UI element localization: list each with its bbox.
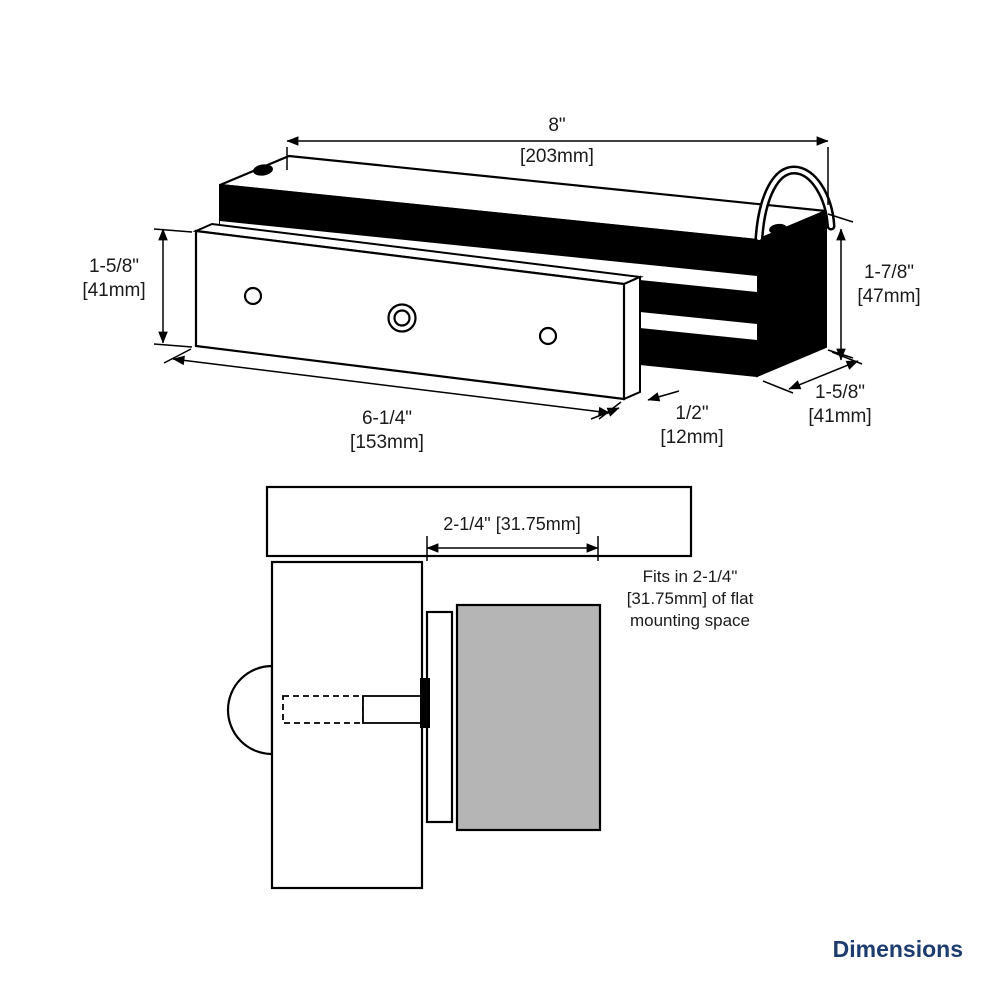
mounting-note-line1: Fits in 2-1/4" [642, 567, 738, 586]
dim-thickness-inches-label: 1/2" [675, 403, 709, 424]
dim-plate-height-inches-label: 1-5/8" [88, 256, 140, 277]
dim-line-plate-length [172, 355, 611, 417]
dim-plate-length-inches-label: 6-1/4" [361, 408, 413, 429]
dim-length-mm-label: [203mm] [520, 146, 594, 167]
dim-body-height-mm-label: [47mm] [857, 286, 921, 307]
body-mounting-hole-right [769, 223, 787, 235]
dim-pointer-thickness-right [647, 390, 680, 402]
dim-line-body-depth [788, 360, 859, 390]
dim-body-depth-inches-label: 1-5/8" [814, 382, 866, 403]
dim-ext-plate-length-right [598, 401, 622, 420]
dim-ext-plate-height-bottom [153, 343, 193, 348]
dimensions-title: Dimensions [832, 936, 963, 962]
section-dimension-lines [426, 536, 599, 561]
maglock-body-right-face [756, 209, 827, 378]
maglock-isometric-drawing [192, 154, 836, 401]
body-mounting-hole-left [253, 164, 273, 176]
dim-thickness-mm-label: [12mm] [660, 427, 724, 448]
plate-hole-right [538, 326, 558, 346]
dim-body-depth-mm-label: [41mm] [808, 406, 872, 427]
dim-ext-body-depth-left [762, 380, 794, 394]
dim-body-height-inches-label: 1-7/8" [863, 262, 915, 283]
dim-length-inches-label: 8" [548, 115, 566, 136]
plate-hole-left [243, 286, 263, 306]
dim-ext-body-height-top [827, 213, 854, 223]
cable-loop-highlight [757, 167, 833, 240]
dim-ext-plate-height-top [153, 228, 193, 233]
dim-plate-length-mm-label: [153mm] [350, 432, 424, 453]
mounting-note-line2: [31.75mm] of flat [626, 589, 754, 608]
dim-plate-height-mm-label: [41mm] [82, 280, 146, 301]
dim-mounting-width-label: 2-1/4" [31.75mm] [443, 514, 581, 534]
through-bolt-visible [362, 695, 423, 724]
dim-ext-body-height-bottom [827, 349, 854, 359]
dim-ext-body-depth-right [831, 351, 863, 365]
mounting-note: Fits in 2-1/4" [31.75mm] of flat mountin… [627, 566, 754, 632]
magnet-block-section [455, 603, 602, 832]
mounting-section-drawing [226, 485, 693, 890]
frame-header [265, 485, 693, 558]
door-knob-arc [226, 664, 274, 756]
armature-plate-side-face [623, 275, 641, 401]
dim-pointer-thickness-left [590, 407, 620, 420]
armature-plate-section [425, 610, 454, 824]
bolt-head [420, 678, 430, 728]
through-bolt-hidden [282, 695, 364, 724]
dim-ext-plate-length-left [163, 348, 192, 364]
plate-center-hole-inner [393, 309, 411, 327]
door-leaf [270, 560, 424, 890]
isometric-dimension-lines [153, 136, 863, 420]
mounting-note-line3: mounting space [629, 611, 751, 630]
